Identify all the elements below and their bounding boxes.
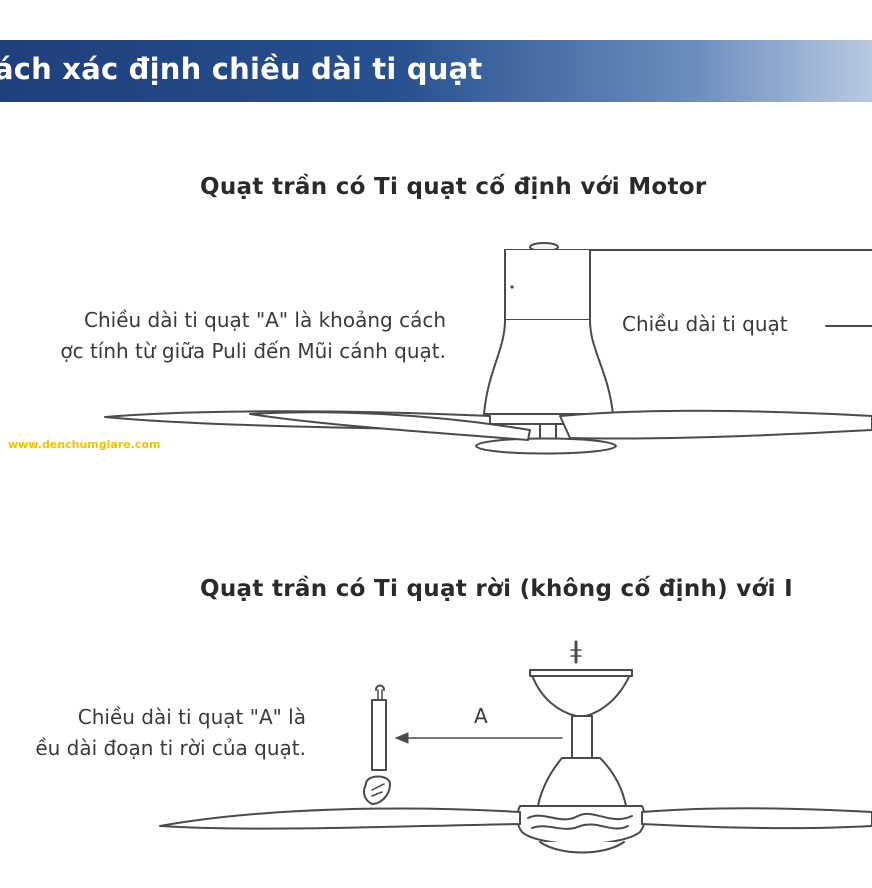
header-banner: ách xác định chiều dài ti quạt: [0, 40, 872, 102]
watermark: www.denchumgiare.com: [8, 438, 161, 451]
note-detached-line-1: Chiều dài ti quạt "A" là: [77, 705, 306, 729]
fan-fixed-rod-drawing: [104, 242, 872, 455]
note-detached-rod: Chiều dài ti quạt "A" là ều dài đoạn ti …: [35, 702, 306, 764]
note-fixed-rod: Chiều dài ti quạt "A" là khoảng cách ợc …: [60, 305, 446, 367]
rod-length-label: Chiều dài ti quạt: [622, 312, 788, 336]
page-title: ách xác định chiều dài ti quạt: [0, 52, 483, 86]
note-fixed-line-2: ợc tính từ giữa Puli đến Mũi cánh quạt.: [60, 339, 446, 363]
dimension-marker-a: A: [474, 704, 488, 728]
fan-detached-rod-drawing: [159, 640, 872, 854]
note-detached-line-2: ều dài đoạn ti rời của quạt.: [35, 736, 306, 760]
note-fixed-line-1: Chiều dài ti quạt "A" là khoảng cách: [84, 308, 446, 332]
section-heading-fixed-rod: Quạt trần có Ti quạt cố định với Motor: [200, 174, 707, 200]
section-heading-detached-rod: Quạt trần có Ti quạt rời (không cố định)…: [200, 576, 794, 602]
